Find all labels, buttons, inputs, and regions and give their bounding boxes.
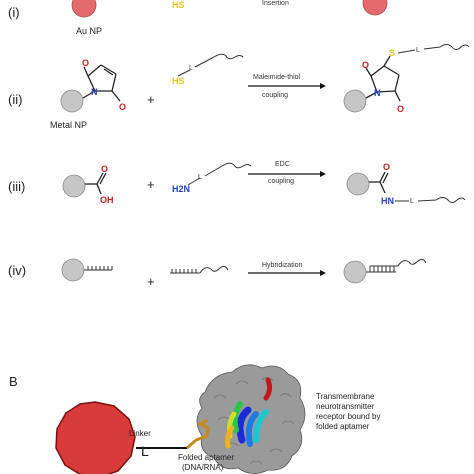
panel-b-label: B <box>9 374 18 389</box>
receptor-caption-1: Transmembrane <box>316 392 375 401</box>
carboxylic-acid-structure <box>85 172 107 195</box>
ssdna-strand-iv <box>84 266 113 271</box>
reaction-label-ii-2: coupling <box>262 92 288 99</box>
plus-sign-ii: + <box>147 92 155 107</box>
aptamer-linker-ii <box>177 53 244 77</box>
gold-nanoparticle <box>71 0 97 18</box>
product-oxygen-bottom-ii: O <box>397 104 404 114</box>
amide-nh-group: HN <box>381 196 394 206</box>
nanoparticle-panel-b <box>55 401 136 474</box>
reaction-label-i: Insertion <box>262 0 289 7</box>
thiol-group-i: HS <box>172 0 185 10</box>
maleimide-oxygen-bottom: O <box>119 102 126 112</box>
row-iii-label: (iii) <box>8 179 25 194</box>
gold-nanoparticle-product <box>362 0 388 16</box>
linker-letter-product-iii: L <box>410 198 414 205</box>
metal-nanoparticle-iv <box>61 258 85 282</box>
gold-np-label: Au NP <box>76 26 102 36</box>
thiol-group-ii: HS <box>172 76 185 86</box>
row-i-label: (i) <box>8 5 20 20</box>
aptamer-tether <box>186 418 210 450</box>
aptamer-caption-2: (DNA/RNA) <box>182 463 224 472</box>
amine-group: H2N <box>172 184 190 194</box>
metal-nanoparticle-iii <box>62 174 86 198</box>
hybridized-duplex-iv <box>366 258 427 273</box>
hydroxyl-group: OH <box>100 195 114 205</box>
metal-nanoparticle <box>60 89 84 113</box>
folded-aptamer-ribbon <box>225 377 273 449</box>
arrowhead-iii <box>320 171 326 177</box>
linker-letter-panel-b: L <box>141 443 149 459</box>
linker-caption: Linker <box>129 429 151 438</box>
aptamer-linker-iii <box>187 162 252 186</box>
linker-letter-product-ii: L <box>416 47 420 54</box>
complementary-aptamer-iv <box>170 265 229 274</box>
aptamer-linker-product-iii <box>395 197 466 203</box>
carboxyl-oxygen: O <box>101 164 108 174</box>
linker-letter-iii: L <box>198 174 202 181</box>
maleimide-structure <box>82 64 121 102</box>
aptamer-linker-product-ii <box>397 44 470 54</box>
row-iv-label: (iv) <box>8 263 26 278</box>
amide-oxygen: O <box>383 162 390 172</box>
arrowhead-ii <box>320 83 326 89</box>
reaction-label-iii-1: EDC <box>275 161 290 168</box>
receptor-caption-3: receptor bound by <box>316 412 381 421</box>
maleimide-oxygen-top: O <box>82 58 89 68</box>
plus-sign-iv: + <box>147 274 155 289</box>
aptamer-caption-1: Folded aptamer <box>178 453 234 462</box>
metal-nanoparticle-product-ii <box>343 89 367 113</box>
reaction-label-ii-1: Maleimide-thiol <box>253 74 301 81</box>
reaction-label-iii-2: coupling <box>268 178 294 185</box>
receptor-caption-2: neurotransmitter <box>316 402 375 411</box>
arrowhead-iv <box>320 270 326 276</box>
row-ii-label: (ii) <box>8 92 22 107</box>
product-sulfur-ii: S <box>389 48 395 58</box>
metal-np-label: Metal NP <box>50 120 87 130</box>
product-nitrogen-ii: N <box>374 88 381 98</box>
metal-nanoparticle-product-iv <box>343 260 367 284</box>
reaction-label-iv: Hybridization <box>262 262 303 269</box>
receptor-caption-4: folded aptamer <box>316 422 370 431</box>
product-oxygen-top-ii: O <box>362 60 369 70</box>
metal-nanoparticle-product-iii <box>346 172 370 196</box>
maleimide-nitrogen: N <box>91 87 98 97</box>
amide-product-structure <box>369 171 389 194</box>
linker-letter-ii: L <box>189 65 193 72</box>
plus-sign-iii: + <box>147 177 155 192</box>
succinimide-product-structure <box>365 55 401 102</box>
